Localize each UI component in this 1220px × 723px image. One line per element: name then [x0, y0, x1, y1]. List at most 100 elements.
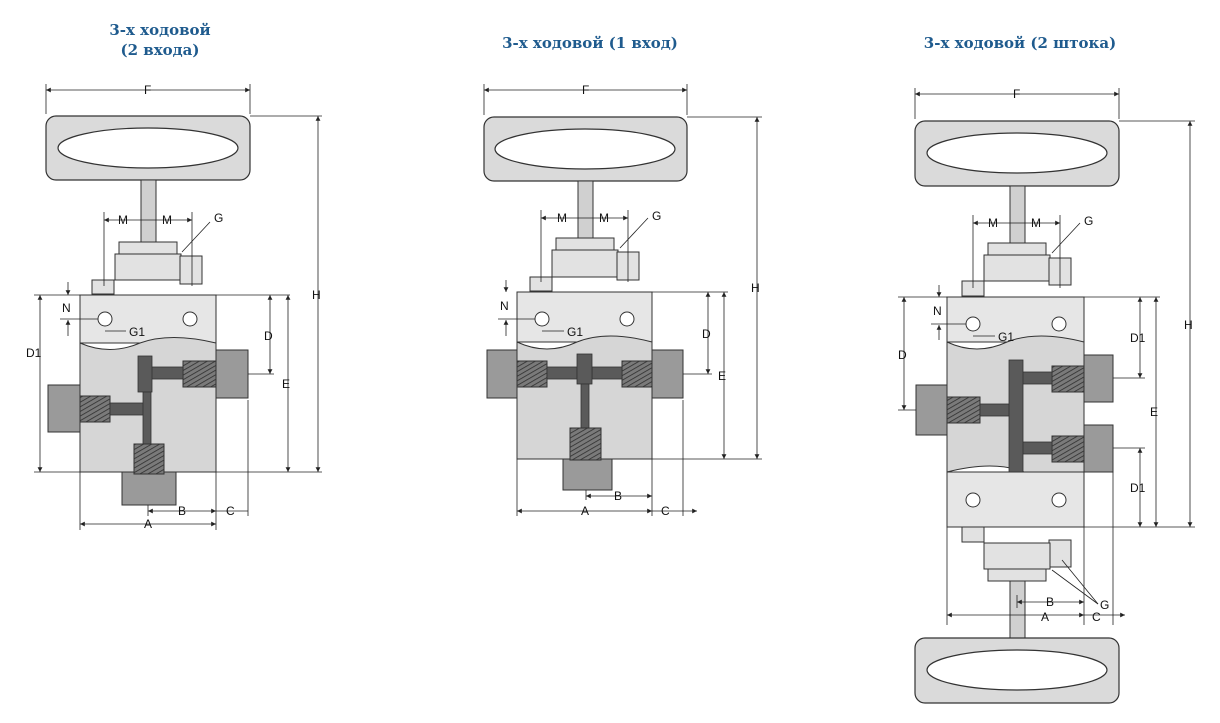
dim-label-F: F [1013, 87, 1020, 101]
dim-label-G: G [214, 211, 223, 225]
dim-label-F: F [582, 83, 589, 97]
outlet-channel-lower [1021, 441, 1053, 455]
inlet-port-right [215, 349, 249, 399]
inlet-port-left [915, 384, 948, 436]
title-one-inlet: 3-х ходовой (1 вход) [502, 34, 678, 52]
dim-label-C: C [661, 504, 670, 518]
dim-label-N: N [933, 304, 942, 318]
dim-label-D1-lower: D1 [1130, 481, 1146, 495]
dim-label-C: C [226, 504, 235, 518]
valve-two-stems: F H M M G D N G1 D1 D1 E A [898, 87, 1195, 704]
channel-right [591, 366, 623, 380]
lock-pin [179, 255, 203, 285]
outlet-port [562, 458, 613, 491]
dim-label-B: B [614, 489, 622, 503]
mounting-hole [965, 316, 981, 332]
handle-oval-bottom [926, 649, 1108, 691]
port-thread-right [621, 360, 653, 388]
mounting-hole [534, 311, 550, 327]
packing-nut-top [555, 237, 615, 251]
packing-nut [551, 249, 619, 278]
dim-label-D: D [264, 329, 273, 343]
handle-oval [57, 127, 239, 169]
outlet-channel-upper [1021, 371, 1053, 385]
outlet-thread [569, 427, 602, 461]
dim-label-D1: D1 [26, 346, 42, 360]
dim-label-M-right: M [599, 211, 609, 225]
dim-label-G: G [1084, 214, 1093, 228]
seat-channel [576, 353, 593, 385]
inlet-port-left [47, 384, 81, 433]
outlet-thread [133, 443, 165, 475]
packing-nut-bottom [983, 542, 1051, 570]
dim-label-E: E [282, 377, 290, 391]
outlet-port-lower [1083, 424, 1114, 473]
title-two-inlets-line2: (2 входа) [120, 41, 200, 59]
seat-channel [137, 355, 153, 393]
dim-label-F: F [144, 83, 151, 97]
title-two-inlets-line1: 3-х ходовой [109, 21, 211, 39]
dim-label-A: A [581, 504, 589, 518]
dim-label-E: E [1150, 405, 1158, 419]
bonnet-screw [91, 279, 115, 295]
bonnet-screw-bottom [961, 526, 985, 543]
channel-left [546, 366, 578, 380]
inlet-thread-right [182, 360, 217, 388]
stem [577, 180, 594, 239]
dim-label-H: H [751, 281, 760, 295]
dim-label-M-left: M [988, 216, 998, 230]
mounting-hole [1051, 492, 1067, 508]
valve-two-inlets: F H M M G D1 N G1 D E A B C [26, 83, 322, 531]
dim-label-G1: G1 [998, 330, 1014, 344]
title-two-stems: 3-х ходовой (2 штока) [923, 34, 1117, 52]
handle-oval-top [926, 132, 1108, 174]
dim-label-N: N [62, 301, 71, 315]
seat-channel [1008, 359, 1024, 473]
outlet-port [121, 471, 177, 506]
packing-nut [114, 253, 182, 281]
inlet-channel-left [979, 403, 1011, 417]
mounting-hole [97, 311, 113, 327]
inlet-thread-left [79, 395, 111, 423]
dim-label-G1: G1 [129, 325, 145, 339]
dim-label-H: H [1184, 318, 1193, 332]
dim-label-B: B [178, 504, 186, 518]
packing-nut [983, 254, 1051, 282]
dim-label-A: A [1041, 610, 1049, 624]
dim-label-E: E [718, 369, 726, 383]
mounting-hole [619, 311, 635, 327]
valve-one-inlet: F H M M G N G1 D E A B C [483, 83, 762, 518]
lock-pin-bottom [1048, 539, 1072, 568]
dim-label-D1-upper: D1 [1130, 331, 1146, 345]
dim-label-B: B [1046, 595, 1054, 609]
handle-oval [494, 128, 676, 170]
dim-label-N: N [500, 299, 509, 313]
outlet-port-upper [1083, 354, 1114, 403]
packing-nut-bottom-cap [987, 568, 1047, 582]
dim-label-G-bottom: G [1100, 598, 1109, 612]
outlet-channel [580, 383, 590, 429]
outlet-thread-upper [1051, 365, 1085, 393]
dim-label-M-right: M [1031, 216, 1041, 230]
dim-label-M-left: M [118, 213, 128, 227]
mounting-hole [182, 311, 198, 327]
dim-label-M-right: M [162, 213, 172, 227]
inlet-thread-left [946, 396, 981, 424]
dim-label-H: H [312, 288, 321, 302]
dim-label-M-left: M [557, 211, 567, 225]
packing-nut-top [118, 241, 178, 255]
dim-label-C: C [1092, 610, 1101, 624]
inlet-channel-right [149, 366, 184, 380]
mounting-hole [965, 492, 981, 508]
dim-label-D: D [898, 348, 907, 362]
port-left [486, 349, 518, 399]
stem-bottom [1009, 580, 1026, 639]
dim-label-A: A [144, 517, 152, 531]
dim-label-G1: G1 [567, 325, 583, 339]
outlet-channel [142, 391, 152, 445]
stem [140, 179, 157, 243]
dim-label-G: G [652, 209, 661, 223]
packing-nut-top [987, 242, 1047, 256]
dim-label-D: D [702, 327, 711, 341]
